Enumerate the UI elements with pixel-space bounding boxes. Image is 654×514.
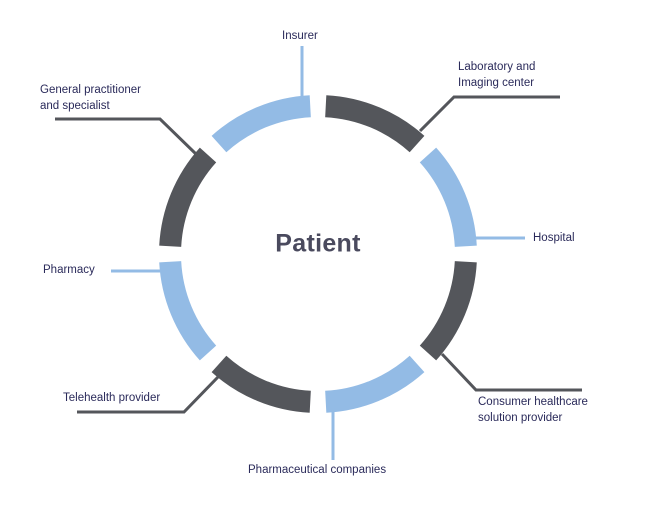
leader-line-consumer [440,352,582,392]
label-consumer: Consumer healthcare solution provider [478,394,588,426]
center-label-patient: Patient [275,229,361,258]
ring-segment-pharmacy [159,261,217,361]
label-lab-line1: Laboratory and [458,61,536,73]
ring-segment-insurer [211,95,311,153]
label-consumer-line1: Consumer healthcare [478,396,588,408]
ring-segment-consumer [419,261,477,361]
label-consumer-line2: solution provider [478,412,563,424]
ring-segment-hospital [419,147,477,247]
label-insurer: Insurer [282,30,318,42]
label-gp: General practitioner and specialist [40,82,141,114]
ring-segment-pharma [325,355,425,413]
label-lab-line2: Imaging center [458,77,535,89]
label-gp-line1: General practitioner [40,84,141,96]
label-pharma: Pharmaceutical companies [248,464,387,476]
label-pharmacy: Pharmacy [43,264,95,276]
leader-line-telehealth [77,375,220,414]
label-gp-line2: and specialist [40,100,110,112]
label-lab: Laboratory and Imaging center [458,59,535,91]
ring-segment-lab [325,95,425,153]
ring-segment-gp [159,147,217,247]
label-telehealth: Telehealth provider [63,392,161,404]
leader-line-gp [55,117,199,157]
leader-line-lab [418,95,560,133]
label-hospital: Hospital [533,232,575,244]
ring-segment-telehealth [211,355,311,413]
